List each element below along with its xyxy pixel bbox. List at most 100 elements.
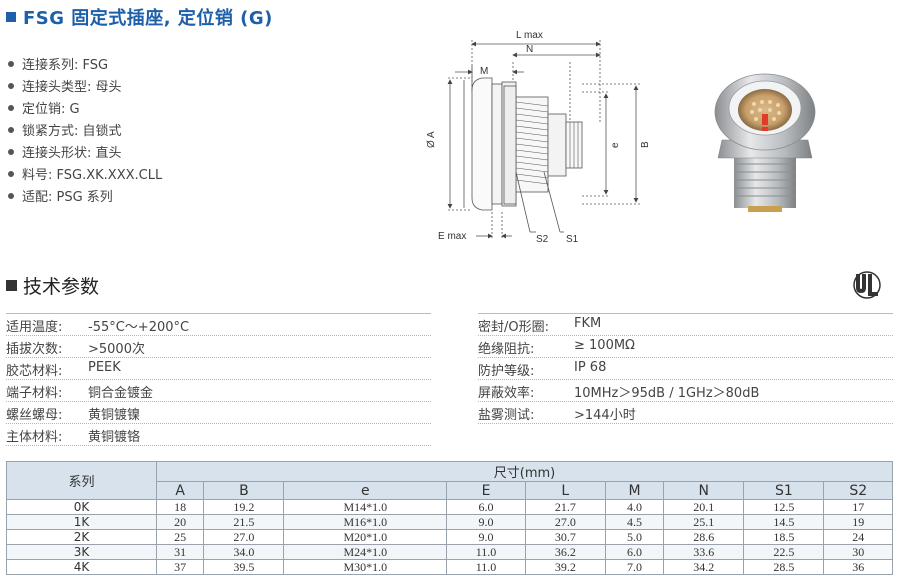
dim-label-m: M xyxy=(480,66,488,77)
param-row: 螺丝螺母:黄铜镀镍 xyxy=(6,402,431,424)
table-cell: 4.0 xyxy=(604,499,665,515)
table-cell: 20 xyxy=(155,514,205,530)
table-cell: 28.5 xyxy=(743,559,825,575)
param-row: 盐雾测试:>144小时 xyxy=(478,402,893,424)
table-cell: 24 xyxy=(823,529,893,545)
dim-label-n: N xyxy=(526,44,533,55)
table-cell: 39.2 xyxy=(524,559,606,575)
table-cell: 33.6 xyxy=(663,544,745,560)
table-cell: 17 xyxy=(823,499,893,515)
dim-label-b: B xyxy=(640,141,651,148)
bullet-item: 锁紧方式: 自锁式 xyxy=(8,121,162,143)
table-cell: 37 xyxy=(155,559,205,575)
table-cell: 34.2 xyxy=(663,559,745,575)
param-row: 防护等级:IP 68 xyxy=(478,358,893,380)
dim-label-s1: S1 xyxy=(566,234,579,245)
table-cell: 31 xyxy=(155,544,205,560)
bullet-item: 连接头形状: 直头 xyxy=(8,143,162,165)
series-cell: 0K xyxy=(6,499,157,515)
table-cell: 11.0 xyxy=(446,544,526,560)
series-cell: 3K xyxy=(6,544,157,560)
table-cell: M14*1.0 xyxy=(283,499,448,515)
table-cell: 25.1 xyxy=(663,514,745,530)
series-cell: 2K xyxy=(6,529,157,545)
connector-photo xyxy=(714,73,816,212)
bullet-dot-icon xyxy=(8,149,14,155)
column-header-n: N xyxy=(663,481,745,500)
series-header: 系列 xyxy=(6,461,157,500)
table-cell: M16*1.0 xyxy=(283,514,448,530)
bullet-dot-icon xyxy=(8,171,14,177)
param-row: 密封/O形圈:FKM xyxy=(478,314,893,336)
dim-label-e: e xyxy=(610,142,621,148)
table-cell: 30 xyxy=(823,544,893,560)
table-cell: M24*1.0 xyxy=(283,544,448,560)
params-left-table: 适用温度:-55°C～+200°C 插拔次数:>5000次 胶芯材料:PEEK … xyxy=(6,313,431,446)
table-cell: 18 xyxy=(155,499,205,515)
column-header-m: M xyxy=(604,481,665,500)
table-cell: 27.0 xyxy=(203,529,285,545)
table-cell: 36 xyxy=(823,559,893,575)
bullet-item: 定位销: G xyxy=(8,99,162,121)
table-cell: 7.0 xyxy=(604,559,665,575)
dim-label-emax: E max xyxy=(438,231,466,242)
dim-label-lmax: L max xyxy=(516,30,543,41)
table-cell: 19 xyxy=(823,514,893,530)
table-cell: 14.5 xyxy=(743,514,825,530)
param-row: 胶芯材料:PEEK xyxy=(6,358,431,380)
title-square-icon xyxy=(6,12,16,22)
bullet-item: 连接头类型: 母头 xyxy=(8,77,162,99)
bullet-item: 连接系列: FSG xyxy=(8,55,162,77)
table-cell: 12.5 xyxy=(743,499,825,515)
params-right-table: 密封/O形圈:FKM 绝缘阻抗:≥ 100MΩ 防护等级:IP 68 屏蔽效率:… xyxy=(478,313,893,424)
bullet-dot-icon xyxy=(8,83,14,89)
table-cell: 11.0 xyxy=(446,559,526,575)
table-cell: M20*1.0 xyxy=(283,529,448,545)
param-row: 绝缘阻抗:≥ 100MΩ xyxy=(478,336,893,358)
column-header-a: A xyxy=(155,481,205,500)
dim-label-s2: S2 xyxy=(536,234,549,245)
page-title-text: FSG 固定式插座, 定位销 (G) xyxy=(23,8,273,29)
param-row: 插拔次数:>5000次 xyxy=(6,336,431,358)
table-cell: 21.7 xyxy=(524,499,606,515)
column-header-l: L xyxy=(524,481,606,500)
param-row: 屏蔽效率:10MHz＞95dB / 1GHz＞80dB xyxy=(478,380,893,402)
size-header: 尺寸(mm) xyxy=(156,461,893,482)
page-title: FSG 固定式插座, 定位销 (G) xyxy=(6,4,273,30)
table-cell: 5.0 xyxy=(604,529,665,545)
param-row: 适用温度:-55°C～+200°C xyxy=(6,314,431,336)
bullet-item: 料号: FSG.XK.XXX.CLL xyxy=(8,165,162,187)
table-cell: 20.1 xyxy=(663,499,745,515)
spec-bullet-list: 连接系列: FSG 连接头类型: 母头 定位销: G 锁紧方式: 自锁式 连接头… xyxy=(8,55,162,209)
table-cell: 19.2 xyxy=(203,499,285,515)
section-square-icon xyxy=(6,280,17,291)
column-header-s2: S2 xyxy=(823,481,893,500)
column-header-e: E xyxy=(446,481,526,500)
bullet-item: 适配: PSG 系列 xyxy=(8,187,162,209)
table-cell: 6.0 xyxy=(446,499,526,515)
bullet-dot-icon xyxy=(8,105,14,111)
tech-params-title: 技术参数 xyxy=(6,272,99,299)
table-cell: 9.0 xyxy=(446,514,526,530)
bullet-dot-icon xyxy=(8,127,14,133)
bullet-dot-icon xyxy=(8,193,14,199)
param-row: 主体材料:黄铜镀铬 xyxy=(6,424,431,446)
param-row: 端子材料:铜合金镀金 xyxy=(6,380,431,402)
table-cell: M30*1.0 xyxy=(283,559,448,575)
table-cell: 30.7 xyxy=(524,529,606,545)
series-cell: 1K xyxy=(6,514,157,530)
table-cell: 18.5 xyxy=(743,529,825,545)
table-cell: 6.0 xyxy=(604,544,665,560)
column-header-e: e xyxy=(283,481,448,500)
table-cell: 9.0 xyxy=(446,529,526,545)
column-header-s1: S1 xyxy=(743,481,825,500)
table-cell: 34.0 xyxy=(203,544,285,560)
table-cell: 27.0 xyxy=(524,514,606,530)
bullet-dot-icon xyxy=(8,61,14,67)
